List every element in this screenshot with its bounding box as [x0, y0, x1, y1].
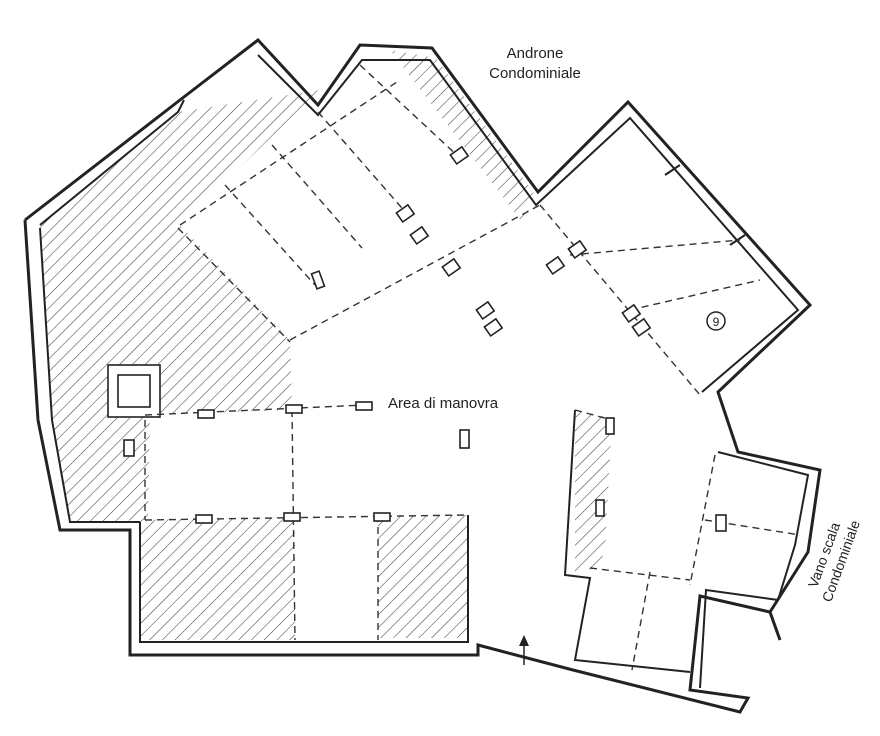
pillar: [545, 255, 566, 276]
pillar: [409, 225, 430, 246]
pillar: [605, 417, 615, 435]
hatched-southwest-block: [140, 517, 295, 640]
pillar: [631, 317, 652, 338]
inner-wall-west: [39, 99, 185, 226]
inner-wall-south: [139, 515, 469, 643]
pillar: [449, 145, 470, 166]
pillar: [475, 300, 496, 321]
pillar: [197, 409, 215, 419]
androne-label-line1: Androne: [507, 45, 564, 62]
pillar: [195, 514, 213, 524]
inner-wall-west-2: [39, 227, 140, 523]
pillar: [715, 514, 727, 532]
hatched-areas: [40, 50, 612, 640]
pillar: [373, 512, 391, 522]
unit-marker: 9: [706, 311, 726, 331]
androne-label-line2: Condominiale: [489, 65, 581, 82]
hatched-west-wing: [40, 90, 320, 522]
pillar: [567, 239, 588, 260]
outer-wall: [23, 37, 822, 714]
up-arrow-icon: [519, 635, 529, 665]
inner-wall-east: [699, 451, 810, 689]
pillar: [483, 317, 504, 338]
room-partition-east-1: [664, 164, 681, 176]
pillar: [285, 404, 303, 414]
hatched-east-strip: [575, 410, 612, 572]
unit-marker-number: 9: [713, 315, 720, 329]
hatched-corridor: [390, 50, 536, 222]
pillar: [595, 499, 605, 517]
pillar: [395, 203, 416, 224]
pillar: [310, 270, 326, 290]
shaft-inner: [117, 374, 151, 408]
pillar: [355, 401, 373, 411]
area-manovra-label: Area di manovra: [388, 395, 499, 412]
pillar: [459, 429, 470, 449]
inner-wall-southeast: [563, 409, 691, 673]
pillar: [123, 439, 135, 457]
parking-bay-lines: [144, 64, 801, 671]
inner-wall-north: [257, 54, 800, 393]
pillar: [441, 257, 462, 278]
pillar: [283, 512, 301, 522]
pillar: [621, 303, 642, 324]
hatched-south-block: [378, 515, 468, 638]
pillars: [123, 145, 727, 532]
